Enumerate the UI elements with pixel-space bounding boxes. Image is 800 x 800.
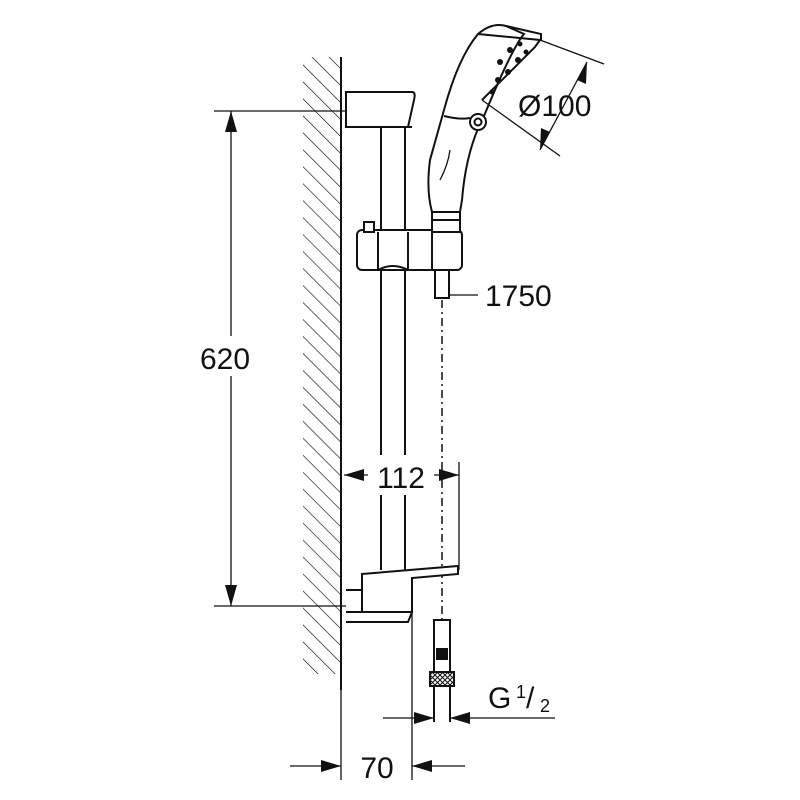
dimension-70-label: 70 bbox=[360, 752, 393, 785]
thread-label-denominator: 2 bbox=[540, 696, 550, 716]
slider-holder bbox=[356, 221, 463, 271]
hand-shower bbox=[427, 24, 542, 233]
thread-label-slash: / bbox=[526, 682, 535, 715]
dimension-70: 70 bbox=[290, 612, 465, 785]
dimension-112: 112 bbox=[344, 458, 460, 570]
rail-bar bbox=[380, 127, 406, 570]
hose bbox=[434, 269, 450, 620]
hose-fitting bbox=[429, 619, 455, 722]
dimension-620: 620 bbox=[188, 110, 346, 607]
dimension-thread: G 1 / 2 bbox=[383, 682, 555, 724]
thread-label-numerator: 1 bbox=[516, 682, 526, 702]
dimension-1750: 1750 bbox=[449, 280, 552, 313]
dimension-diameter: Ø100 bbox=[481, 39, 605, 157]
shower-nozzles bbox=[489, 41, 529, 95]
thread-label-g: G bbox=[488, 682, 511, 715]
bottom-bracket bbox=[346, 564, 459, 623]
top-wall-bracket bbox=[345, 91, 416, 128]
wall bbox=[303, 57, 342, 690]
dimension-112-label: 112 bbox=[377, 462, 425, 495]
dimension-620-label: 620 bbox=[200, 343, 250, 376]
dimension-1750-label: 1750 bbox=[485, 280, 552, 313]
dimension-diameter-label: Ø100 bbox=[518, 90, 591, 123]
